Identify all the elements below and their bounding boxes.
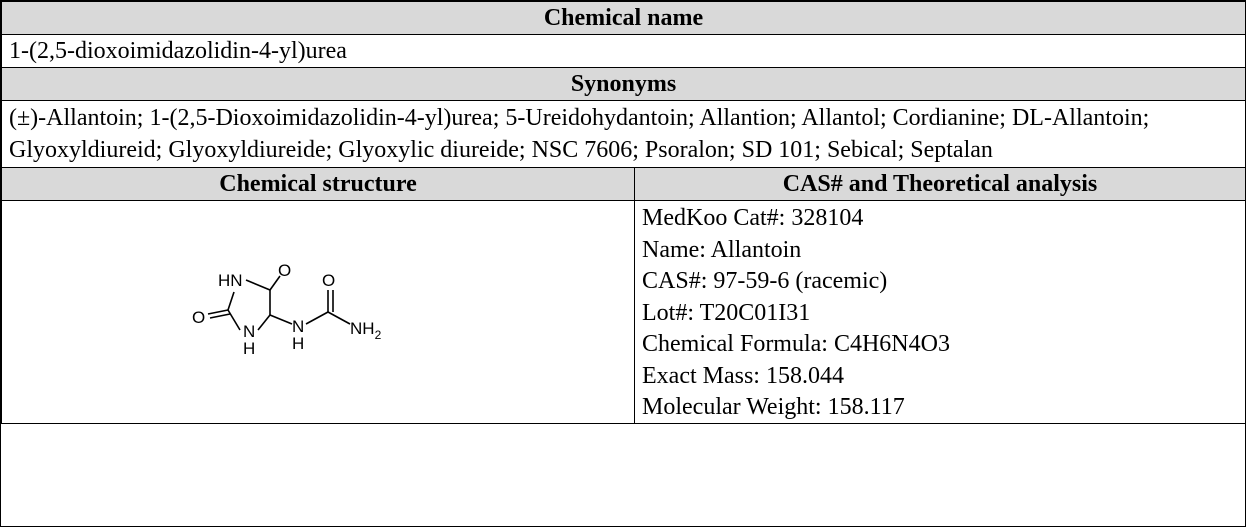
synonyms-value: (±)-Allantoin; 1-(2,5-Dioxoimidazolidin-… [1, 100, 1246, 168]
synonyms-header: Synonyms [1, 67, 1246, 101]
atom-h-ring: H [243, 339, 255, 358]
analysis-line-cas: CAS#: 97-59-6 (racemic) [642, 268, 888, 294]
analysis-header: CAS# and Theoretical analysis [634, 167, 1246, 201]
datasheet-table: Chemical name 1-(2,5-dioxoimidazolidin-4… [1, 1, 1246, 424]
atom-hn: HN [218, 271, 243, 290]
analysis-line-formula: Chemical Formula: C4H6N4O3 [642, 331, 950, 357]
chemical-name-value: 1-(2,5-dioxoimidazolidin-4-yl)urea [1, 34, 1246, 68]
analysis-line-exact-mass: Exact Mass: 158.044 [642, 362, 844, 389]
analysis-line-mol-weight: Molecular Weight: 158.117 [642, 394, 905, 420]
analysis-cell: MedKoo Cat#: 328104 Name: Allantoin CAS#… [634, 200, 1246, 424]
analysis-line-name: Name: Allantoin [642, 236, 802, 263]
chemical-name-header: Chemical name [1, 1, 1246, 35]
analysis-line-lot: Lot#: T20C01I31 [642, 299, 811, 326]
atom-nh2: NH2 [350, 319, 382, 342]
atom-o-ring-left: O [192, 308, 205, 327]
chemical-structure-header: Chemical structure [1, 167, 635, 201]
atom-h-chain: H [292, 334, 304, 353]
atom-o-ring-top: O [278, 261, 291, 280]
chemical-structure-cell: HN O O O N H N H NH2 [1, 200, 635, 424]
allantoin-structure-diagram: HN O O O N H N H NH2 [192, 261, 382, 358]
atom-o-urea: O [322, 271, 335, 290]
atom-n-ring: N [243, 322, 255, 341]
analysis-line-cat: MedKoo Cat#: 328104 [642, 205, 864, 231]
atom-n-chain: N [292, 317, 304, 336]
